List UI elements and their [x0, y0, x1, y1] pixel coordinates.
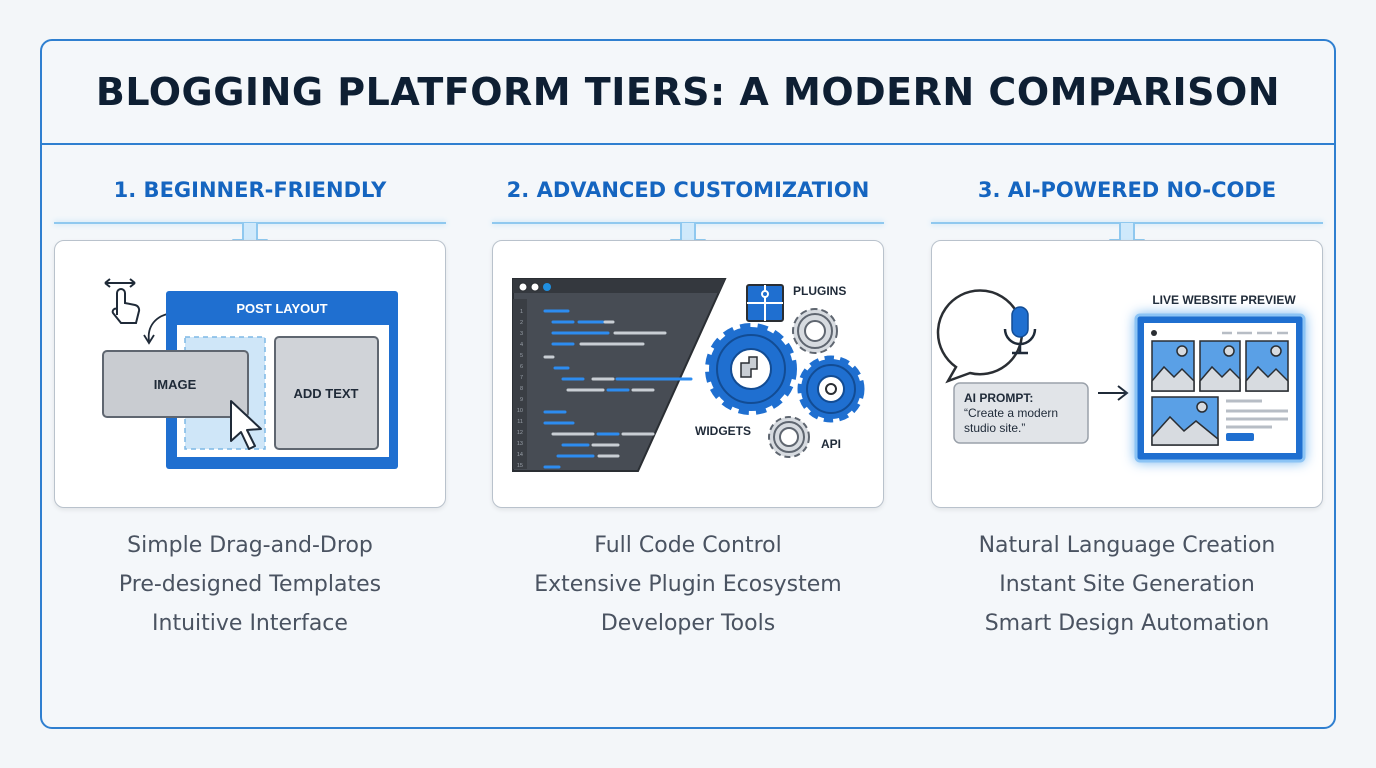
live-preview-label: LIVE WEBSITE PREVIEW [1152, 293, 1296, 307]
line-number: 10 [517, 408, 523, 414]
image-placeholder-icon [1245, 340, 1289, 392]
line-number: 2 [520, 320, 523, 326]
plugins-label: PLUGINS [793, 284, 846, 298]
title-bar: BLOGGING PLATFORM TIERS: A MODERN COMPAR… [42, 41, 1334, 145]
line-number: 15 [517, 463, 523, 469]
line-number: 9 [520, 397, 523, 403]
tier-column-advanced: 2. ADVANCED CUSTOMIZATION 1 2 3 4 5 6 7 … [492, 170, 884, 636]
image-placeholder-icon [1199, 340, 1241, 392]
tier-heading: 1. BEGINNER-FRIENDLY [113, 178, 387, 202]
gear-icon [705, 323, 797, 415]
line-number: 1 [520, 309, 523, 315]
api-label: API [821, 437, 841, 451]
line-number: 11 [517, 419, 523, 425]
gear-icon [768, 416, 810, 458]
cursor-icon [230, 400, 262, 450]
line-number: 13 [517, 441, 523, 447]
line-number: 7 [520, 375, 523, 381]
feature-item: Pre-designed Templates [118, 572, 382, 597]
gear-icon [792, 308, 838, 354]
feature-list: Simple Drag-and-Drop Pre-designed Templa… [54, 526, 446, 643]
feature-item: Intuitive Interface [152, 611, 348, 636]
arrow-right-icon [1098, 385, 1129, 401]
feature-list: Natural Language Creation Instant Site G… [931, 526, 1323, 643]
add-text-label: ADD TEXT [294, 386, 359, 401]
post-layout-label: POST LAYOUT [236, 301, 327, 316]
tier-heading: 2. ADVANCED CUSTOMIZATION [506, 178, 870, 202]
ai-prompt-text: studio site.” [964, 421, 1025, 435]
tier-card: 1 2 3 4 5 6 7 8 9 10 11 12 13 14 15 [492, 240, 884, 508]
puzzle-icon [746, 284, 784, 322]
tier-card: AI PROMPT: “Create a modern studio site.… [931, 240, 1323, 508]
image-placeholder-icon [1151, 396, 1219, 446]
tier-column-ai: 3. AI-POWERED NO-CODE AI PROMPT: “Create… [931, 170, 1323, 636]
code-editor-icon: 1 2 3 4 5 6 7 8 9 10 11 12 13 14 15 [512, 278, 727, 472]
feature-item: Extensive Plugin Ecosystem [534, 572, 842, 597]
ai-illustration: AI PROMPT: “Create a modern studio site.… [936, 289, 1306, 463]
line-number: 4 [520, 342, 523, 348]
widgets-label: WIDGETS [695, 424, 751, 438]
line-number: 14 [517, 452, 523, 458]
line-number: 6 [520, 364, 523, 370]
tier-column-beginner: 1. BEGINNER-FRIENDLY POST LAYOUT ADD TEX… [54, 170, 446, 636]
microphone-icon [936, 289, 1037, 384]
feature-item: Instant Site Generation [999, 572, 1255, 597]
image-placeholder-icon [1151, 340, 1195, 392]
drag-hand-icon [104, 278, 141, 324]
feature-list: Full Code Control Extensive Plugin Ecosy… [492, 526, 884, 643]
page-title: BLOGGING PLATFORM TIERS: A MODERN COMPAR… [95, 70, 1281, 114]
feature-item: Full Code Control [594, 533, 782, 558]
gear-icon [797, 355, 865, 423]
line-number: 5 [520, 353, 523, 359]
drag-drop-illustration: POST LAYOUT ADD TEXT IMAGE [102, 278, 398, 469]
ai-prompt-title: AI PROMPT: [964, 391, 1033, 405]
tier-card: POST LAYOUT ADD TEXT IMAGE [54, 240, 446, 508]
ai-prompt-text: “Create a modern [964, 406, 1058, 420]
customization-illustration: 1 2 3 4 5 6 7 8 9 10 11 12 13 14 15 [512, 278, 865, 472]
feature-item: Developer Tools [600, 611, 776, 636]
feature-item: Natural Language Creation [978, 533, 1276, 558]
line-number: 8 [520, 386, 523, 392]
image-label: IMAGE [154, 377, 197, 392]
line-number: 12 [517, 430, 523, 436]
feature-item: Simple Drag-and-Drop [127, 533, 373, 558]
tier-heading: 3. AI-POWERED NO-CODE [977, 178, 1277, 202]
line-number: 3 [520, 331, 523, 337]
feature-item: Smart Design Automation [984, 611, 1270, 636]
